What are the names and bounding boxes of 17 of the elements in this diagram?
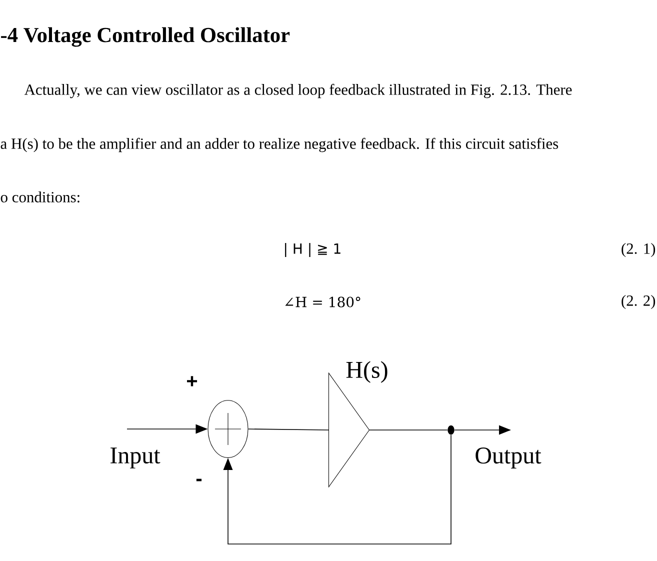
equation-number: (2. 2) <box>622 295 656 310</box>
paragraph-line: a H(s) to be the amplifier and an adder to realize negative feedback. If this circuit satisfies <box>0 138 558 152</box>
junction-dot <box>448 425 454 435</box>
paragraph-line: o conditions: <box>0 192 80 202</box>
equation: | H | ≧ 1 <box>285 243 340 257</box>
equation: ∠H = 180° <box>285 296 360 308</box>
signal-label: Input <box>110 448 160 468</box>
equation-number: (2. 1) <box>622 243 656 258</box>
paragraph-line: Actually, we can view oscillator as a closed loop feedback illustrated in Fig. 2.13. There <box>24 84 572 98</box>
arrow <box>223 434 452 544</box>
signal-label: Output <box>476 448 542 468</box>
amplifier-label: H(s) <box>346 361 388 383</box>
sign-label: - <box>196 478 202 482</box>
heading: -4 Voltage Controlled Oscillator <box>1 27 290 47</box>
adder-circle <box>208 400 248 458</box>
connector-line <box>248 428 330 430</box>
sign-label: + <box>187 376 198 386</box>
